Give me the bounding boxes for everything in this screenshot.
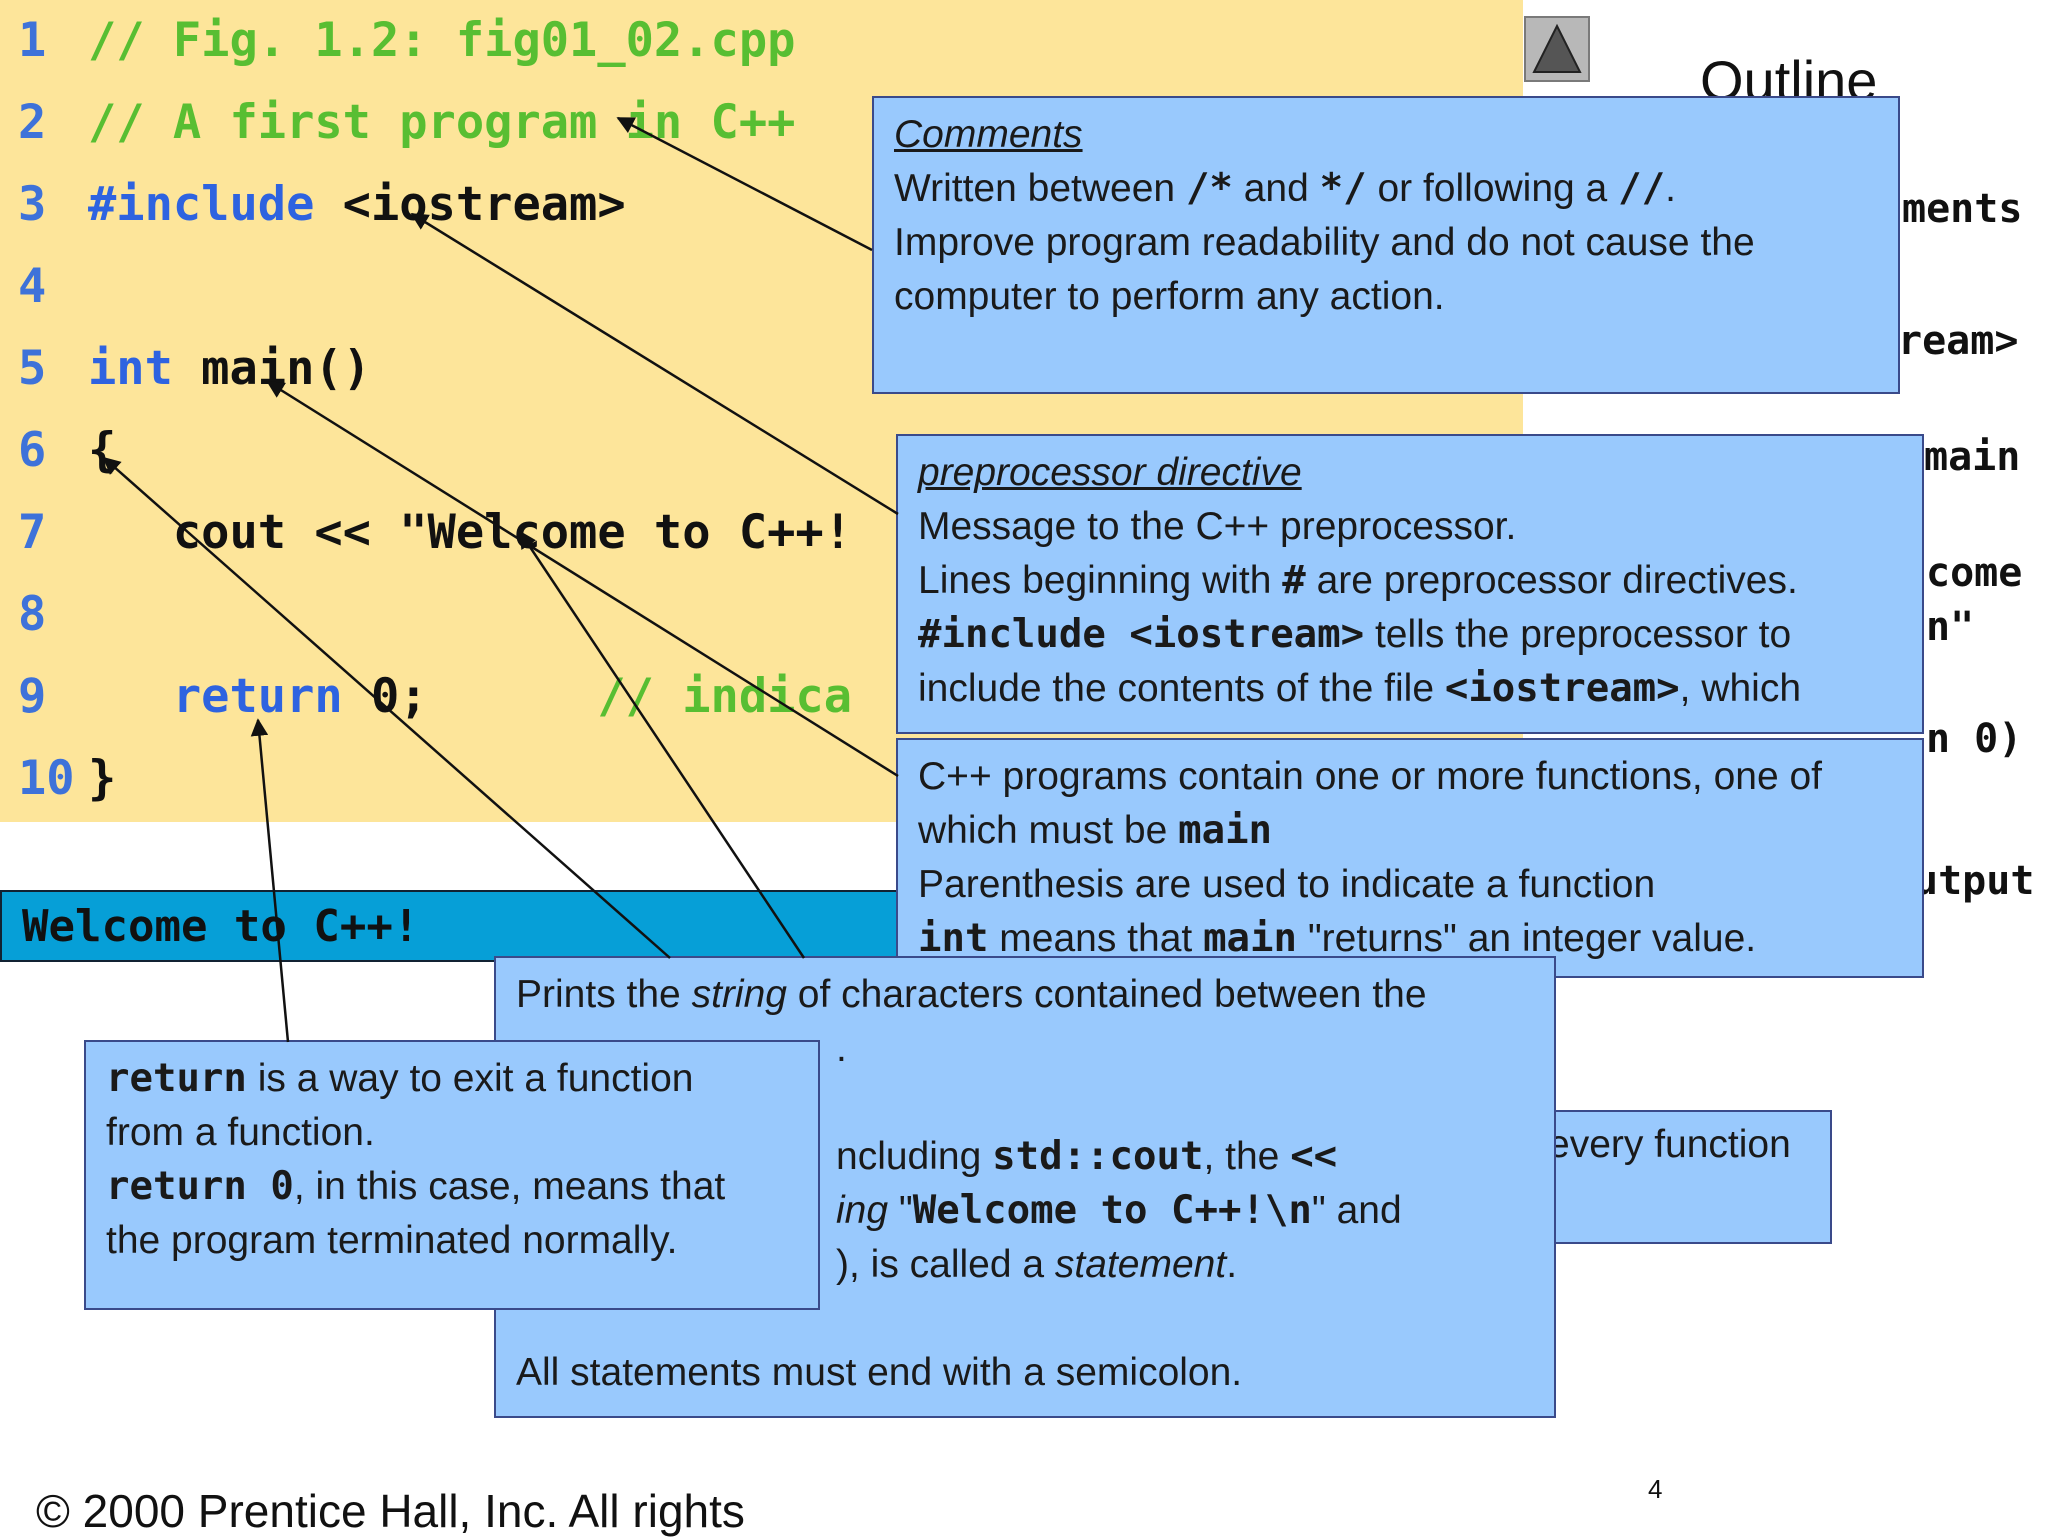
comments-callout: Comments Written between /* and */ or fo… [872,96,1900,394]
outline-fragment: n" [1926,604,1975,650]
arrow-brace [102,456,671,959]
line-number: 3 [18,177,47,232]
code-line: 1 // Fig. 1.2: fig01_02.cpp [0,0,1523,82]
preprocessor-callout: preprocessor directive Message to the C+… [896,434,1924,734]
line-number: 10 [18,751,75,806]
line-number: 1 [18,13,47,68]
arrow-include [410,212,899,516]
code-text: #include <iostream> [88,164,626,246]
line-number: 6 [18,423,47,478]
statement-callout: Prints the string of characters containe… [494,956,1556,1418]
code-line: 7 cout << "Welcome to C++! [0,492,1523,574]
line-number: 8 [18,587,47,642]
nav-up-button[interactable] [1524,16,1590,82]
outline-fragment: ments [1902,186,2023,232]
outline-fragment: ream> [1898,318,2019,364]
code-token: // Fig. 1.2: fig01_02.cpp [88,13,796,68]
code-line: 10} [0,738,1523,820]
code-line: 2 // A first program in C++ [0,82,1523,164]
arrow-main [266,380,899,778]
code-token: } [88,751,117,806]
code-text: return 0; // indica [88,656,852,738]
up-triangle-icon [1532,23,1582,73]
code-token: // indica [597,669,853,724]
arrow-statement [518,530,806,959]
line-number: 4 [18,259,47,314]
return-callout: return is a way to exit a function from … [84,1040,820,1310]
functions-callout: C++ programs contain one or more functio… [896,738,1924,978]
line-number: 2 [18,95,47,150]
copyright-footer: © 2000 Prentice Hall, Inc. All rights [36,1485,745,1537]
code-token: main() [172,341,371,396]
outline-fragment: n 0) [1926,716,2023,762]
code-token: #include [88,177,315,232]
code-line: 5 int main() [0,328,1523,410]
callout-heading: preprocessor directive [918,451,1302,494]
code-text: // Fig. 1.2: fig01_02.cpp [88,0,795,82]
code-line: 9 return 0; // indica [0,656,1523,738]
arrow-return [250,718,290,1043]
line-number: 5 [18,341,47,396]
code-line: 8 [0,574,1523,656]
code-line: 6{ [0,410,1523,492]
code-line: 4 [0,246,1523,328]
program-output-text: Welcome to C++! [22,901,420,952]
code-text: // A first program in C++ [88,82,795,164]
code-token: int [88,341,173,396]
code-token: cout << "Welcome to C++! [88,505,853,560]
page-number: 4 [1648,1474,1663,1504]
program-output-bar: Welcome to C++! [0,890,1000,962]
outline-fragment: come [1926,550,2023,596]
outline-fragment: utput [1914,858,2035,904]
code-text: int main() [88,328,371,410]
code-token: return [172,669,343,724]
arrow-comments [616,116,873,252]
code-token: 0; [342,669,598,724]
callout-heading: Comments [894,113,1083,156]
outline-fragment: main [1924,434,2021,480]
code-token: // A first program in C++ [88,95,796,150]
line-number: 9 [18,669,47,724]
code-token: <iostream> [314,177,626,232]
code-text: cout << "Welcome to C++! [88,492,852,574]
code-text: } [88,738,116,820]
line-number: 7 [18,505,47,560]
code-line: 3 #include <iostream> [0,164,1523,246]
brace-callout: every function [1540,1110,1832,1244]
